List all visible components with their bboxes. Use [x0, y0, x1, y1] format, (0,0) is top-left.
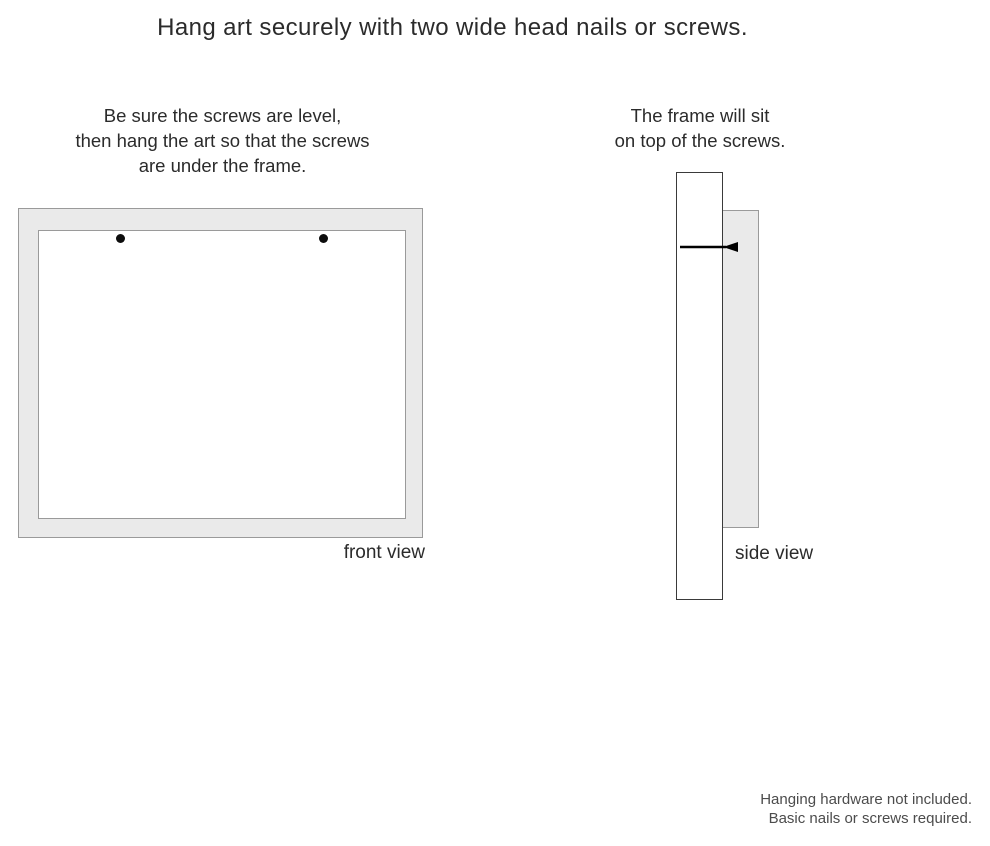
- footer-note: Hanging hardware not included. Basic nai…: [760, 791, 972, 828]
- side-view-wall: [676, 172, 723, 600]
- front-view-label: front view: [343, 542, 425, 563]
- front-instruction-line: then hang the art so that the screws: [75, 130, 370, 151]
- footer-line: Hanging hardware not included.: [760, 791, 972, 808]
- front-view-instructions: Be sure the screws are level, then hang …: [25, 103, 420, 178]
- screw-right-icon: [319, 234, 328, 243]
- side-view-label: side view: [735, 543, 814, 564]
- front-instruction-line: Be sure the screws are level,: [103, 105, 342, 126]
- side-instruction-line: on top of the screws.: [614, 130, 786, 151]
- page-title: Hang art securely with two wide head nai…: [157, 14, 748, 41]
- side-view-instructions: The frame will sit on top of the screws.: [565, 103, 835, 153]
- nail-icon: [680, 242, 738, 252]
- screw-left-icon: [116, 234, 125, 243]
- side-view-frame: [722, 210, 759, 528]
- front-view-frame: [18, 208, 423, 538]
- side-instruction-line: The frame will sit: [630, 105, 770, 126]
- front-instruction-line: are under the frame.: [138, 155, 307, 176]
- front-view-frame-opening: [38, 230, 406, 519]
- footer-line: Basic nails or screws required.: [768, 809, 972, 827]
